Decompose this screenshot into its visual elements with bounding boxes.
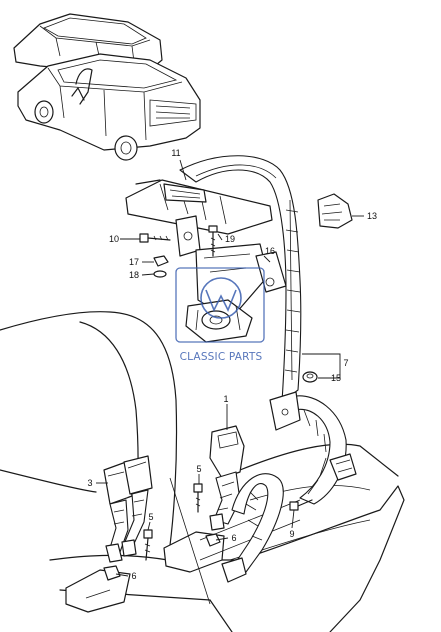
callout-10: 10: [109, 234, 119, 244]
nut-17: [153, 255, 169, 267]
callout-11: 11: [171, 148, 180, 158]
callout-3: 3: [87, 478, 92, 488]
car-illustration-rear: [13, 13, 163, 73]
callout-13: 13: [367, 211, 377, 221]
belt-retractor: [185, 299, 253, 343]
bolt-19: [208, 225, 218, 257]
callout-5-upper: 5: [196, 464, 201, 474]
watermark-logo-mark: [205, 289, 237, 312]
callout-15: 15: [331, 373, 341, 383]
callout-6-left: 6: [131, 571, 136, 581]
seat-latch: [329, 453, 357, 481]
car-rear-wheel: [34, 100, 54, 124]
callout-16: 16: [265, 246, 275, 256]
callout-7: 7: [343, 358, 348, 368]
height-adjuster-rail: [125, 179, 273, 235]
callout-18: 18: [129, 270, 139, 280]
bolt-5-lower: [143, 529, 153, 561]
leader-lines: [96, 159, 364, 577]
classic-parts-watermark: CLASSIC PARTS: [175, 267, 265, 363]
bolt-10: [139, 233, 171, 243]
callout-6-right: 6: [231, 533, 236, 543]
callout-17: 17: [129, 257, 139, 267]
nut-6-right: [205, 533, 221, 547]
washer-18: [153, 270, 167, 278]
callout-labels: 11 13 10 19 16 17 18 7 15 1 3 5 5 6 6 9: [87, 148, 377, 581]
clip-13: [317, 193, 353, 229]
lap-belt-tongue: [221, 473, 284, 583]
nut-6-left: [103, 565, 121, 581]
belt-guide-anchor: [269, 391, 301, 431]
watermark-text: CLASSIC PARTS: [180, 351, 263, 363]
cap-15: [302, 371, 318, 383]
callout-5-lower: 5: [148, 512, 153, 522]
callout-19: 19: [225, 234, 235, 244]
buckle-1: [209, 425, 245, 531]
bolt-5-upper: [193, 483, 203, 513]
buckle-pair-3: [103, 455, 153, 563]
seat-base-plate-left: [65, 569, 131, 613]
watermark-logo-circle: [200, 277, 242, 319]
car-illustration-front: [17, 53, 201, 161]
callout-9: 9: [289, 529, 294, 539]
bolt-9: [289, 499, 313, 511]
car-front-wheel: [114, 135, 138, 161]
callout-1: 1: [223, 394, 228, 404]
watermark-frame: [175, 267, 265, 343]
